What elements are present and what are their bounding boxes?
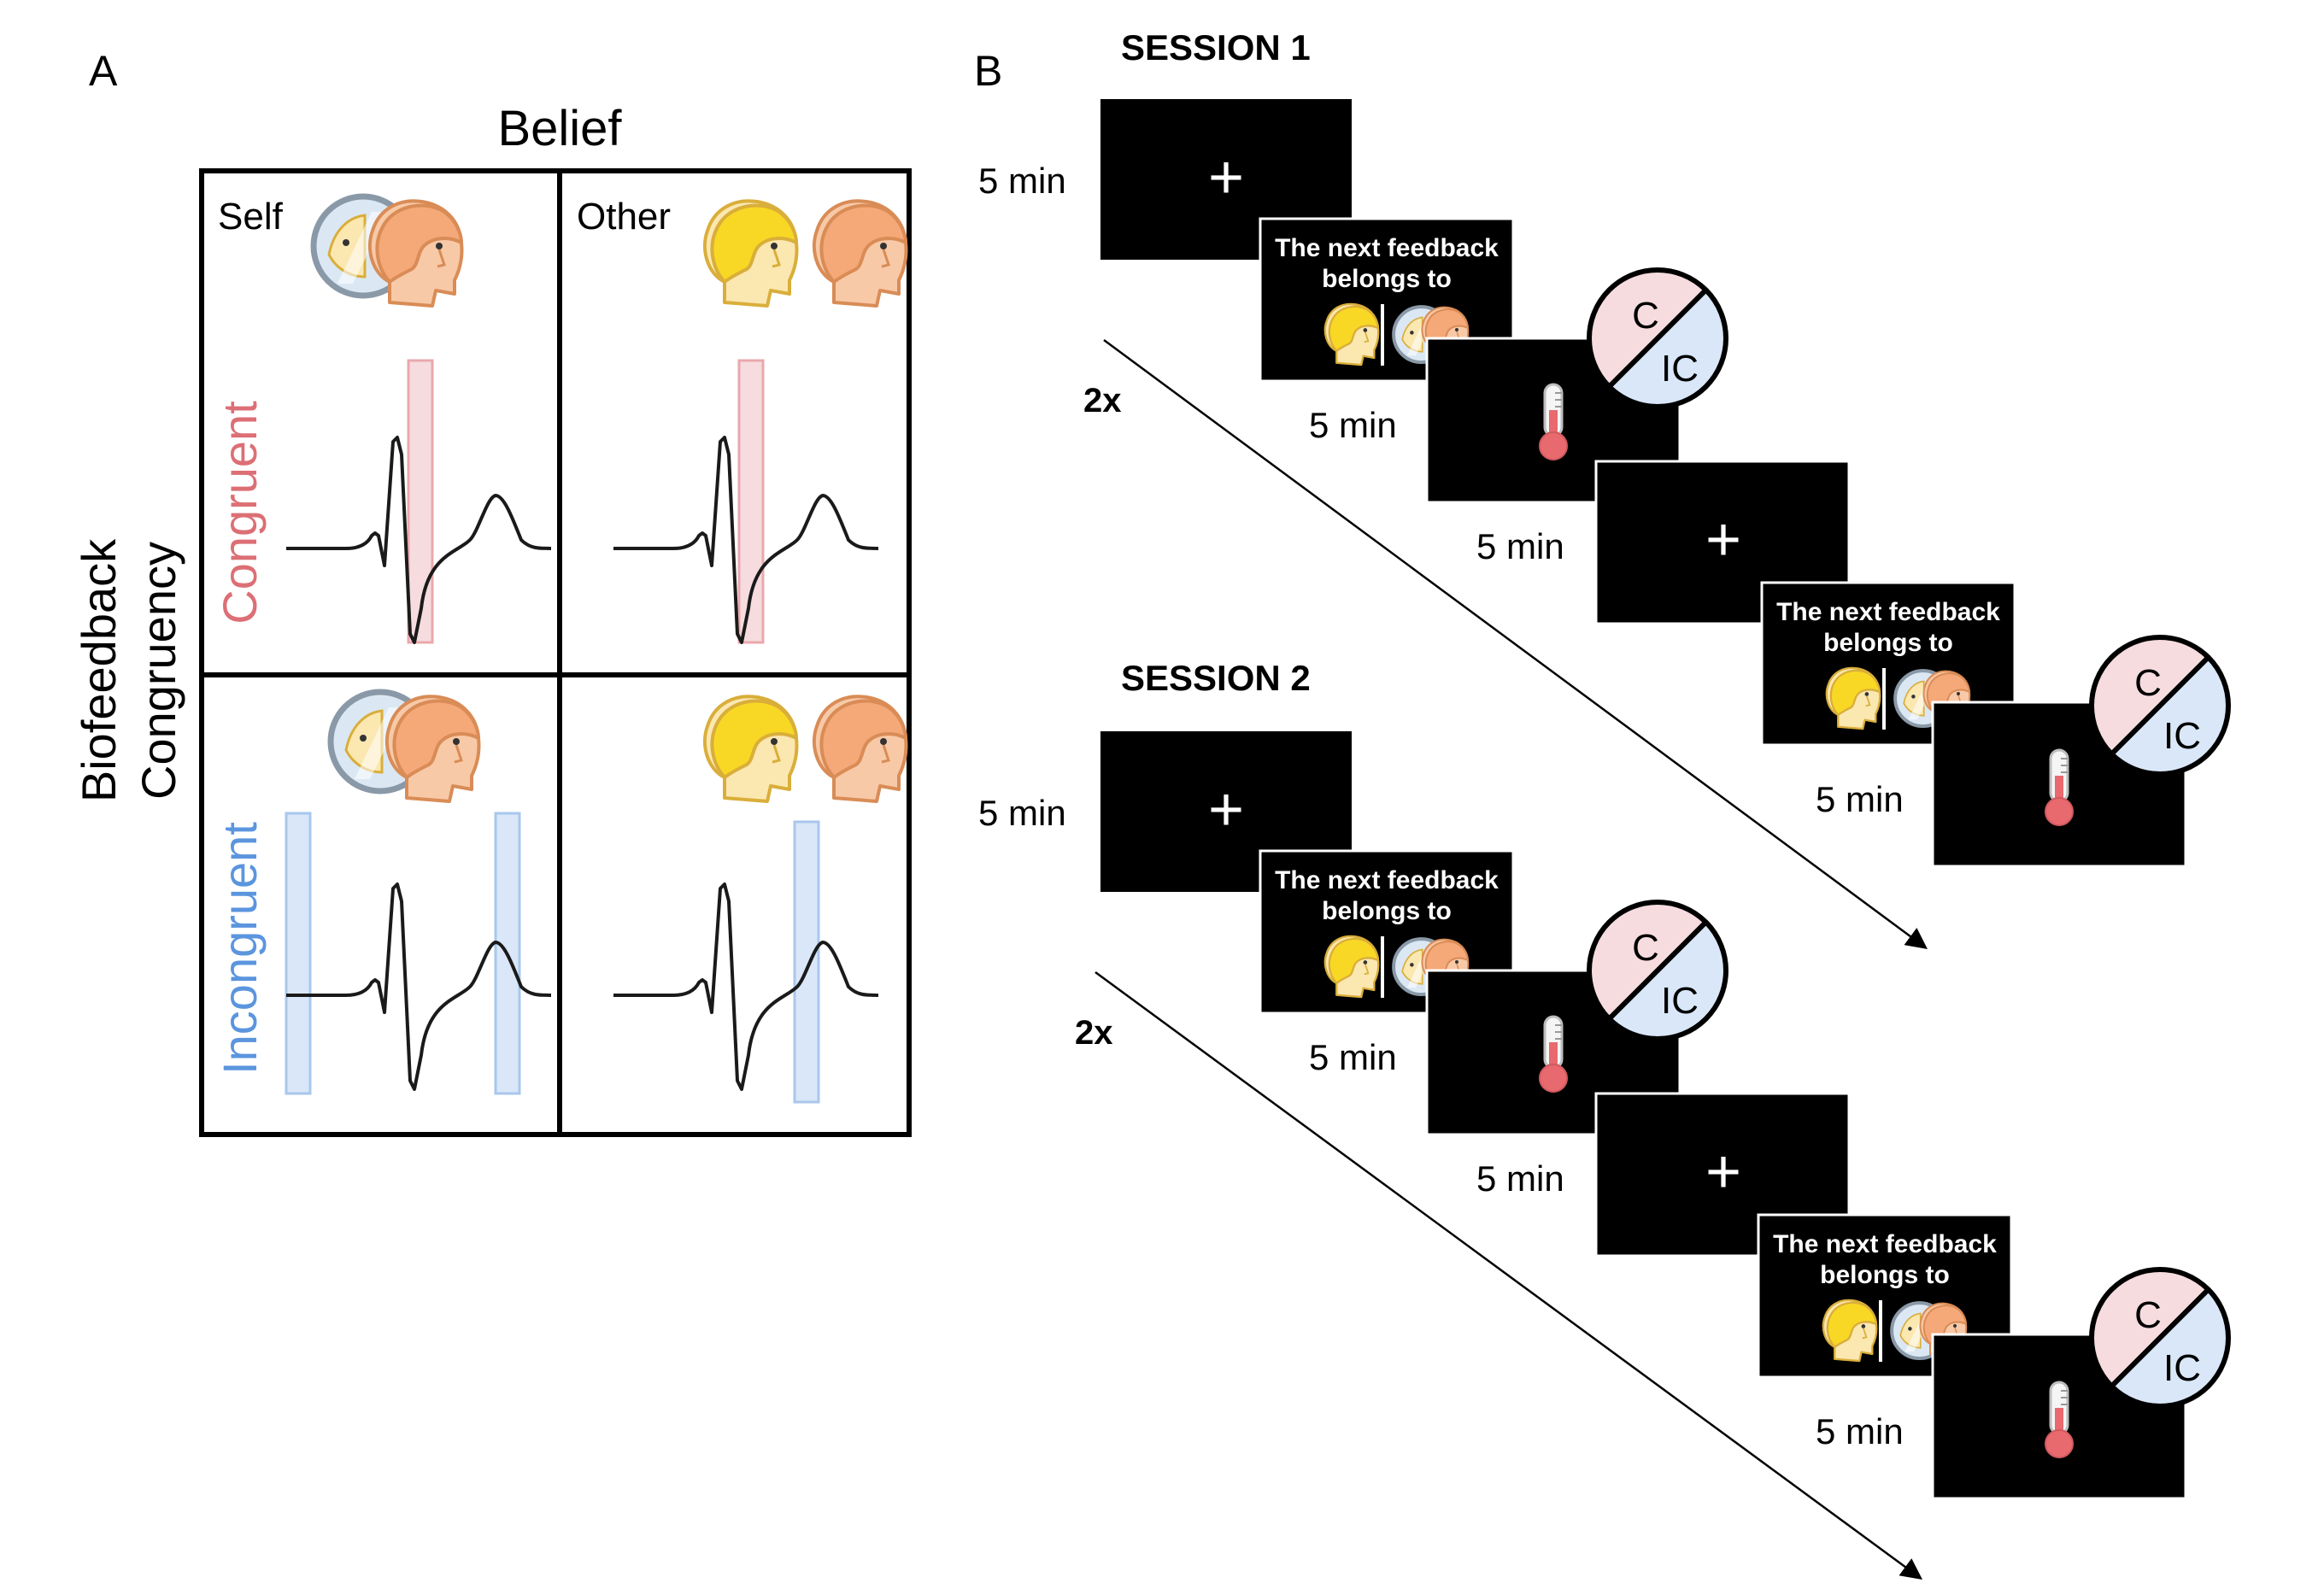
- thermometer-icon: [1538, 1015, 1569, 1094]
- fixation-cross-icon: +: [1208, 776, 1244, 844]
- duration-label: 5 min: [1309, 1037, 1397, 1077]
- condition-circle: C IC: [1587, 900, 1728, 1041]
- duration-label: 5 min: [1816, 1411, 1904, 1451]
- thermometer-icon: [1538, 383, 1569, 461]
- condition-c: C: [2134, 1294, 2162, 1336]
- panel-a-label: A: [89, 47, 118, 95]
- panel-b-label: B: [974, 47, 1002, 95]
- time-arrow: [1095, 970, 1923, 1580]
- duration-label: 5 min: [1476, 526, 1564, 566]
- cue-text-line1: The next feedback: [1773, 1230, 1997, 1258]
- incongruent-window: [285, 812, 312, 1095]
- cue-text-line2: belongs to: [1322, 897, 1452, 925]
- cell-other-incongruent: [612, 695, 908, 1104]
- head-icon: [812, 199, 908, 308]
- condition-ic: IC: [1661, 980, 1699, 1022]
- column-label-self: Self: [218, 196, 284, 237]
- cell-self-congruent: [285, 196, 553, 644]
- row-title-line1: Biofeedback: [72, 538, 126, 802]
- session-2: SESSION 2 2x 5 min + The next feedback b…: [978, 658, 2231, 1580]
- thermometer-icon: [2044, 1381, 2075, 1459]
- column-label-other: Other: [577, 196, 671, 237]
- repeat-label: 2x: [1075, 1014, 1113, 1052]
- cue-text-line1: The next feedback: [1275, 866, 1499, 894]
- cue-text-line2: belongs to: [1322, 265, 1452, 293]
- fixation-cross-icon: +: [1208, 144, 1244, 212]
- ecg-trace: [612, 882, 880, 1091]
- duration-label: 5 min: [1476, 1158, 1564, 1199]
- row-title-line2: Congruency: [132, 542, 185, 800]
- session-1-title: SESSION 1: [1121, 27, 1311, 67]
- cue-text-line2: belongs to: [1820, 1261, 1950, 1289]
- condition-c: C: [1632, 295, 1659, 337]
- row-title: Biofeedback Congruency: [72, 538, 185, 802]
- cell-other-congruent: [612, 199, 908, 644]
- condition-ic: IC: [1661, 348, 1699, 390]
- condition-circle: C IC: [2089, 635, 2231, 777]
- congruent-window: [407, 359, 434, 644]
- condition-ic: IC: [2163, 715, 2201, 757]
- cue-text-line1: The next feedback: [1275, 234, 1499, 262]
- condition-circle: C IC: [1587, 267, 1728, 409]
- condition-c: C: [2134, 662, 2162, 704]
- panel-a: A Belief Biofeedback Congruency Self Oth…: [72, 47, 912, 1137]
- head-icon: [812, 695, 908, 803]
- time-arrow: [1103, 338, 1928, 949]
- cell-self-incongruent: [285, 692, 553, 1095]
- belief-congruency-grid: [199, 168, 912, 1137]
- duration-label: 5 min: [978, 161, 1066, 201]
- thermometer-icon: [2044, 748, 2075, 827]
- head-icon: [702, 695, 799, 803]
- duration-label: 5 min: [1816, 779, 1904, 819]
- fixation-cross-icon: +: [1705, 1138, 1741, 1206]
- duration-label: 5 min: [1309, 405, 1397, 445]
- head-icon: [702, 199, 799, 308]
- session-1: SESSION 1 2x 5 min + The next feedback b…: [978, 27, 2231, 949]
- condition-c: C: [1632, 927, 1659, 969]
- cue-text-line1: The next feedback: [1776, 598, 2000, 626]
- row-label-incongruent: Incongruent: [213, 822, 267, 1075]
- repeat-label: 2x: [1083, 382, 1122, 419]
- row-label-congruent: Congruent: [213, 401, 267, 624]
- fixation-cross-icon: +: [1705, 506, 1741, 574]
- condition-circle: C IC: [2089, 1267, 2231, 1409]
- incongruent-window: [793, 820, 820, 1104]
- panel-b: B SESSION 1 2x 5 min + The next feedback…: [974, 27, 2231, 1580]
- column-title: Belief: [497, 101, 622, 156]
- cue-text-line2: belongs to: [1823, 629, 1953, 657]
- condition-ic: IC: [2163, 1347, 2201, 1389]
- duration-label: 5 min: [978, 793, 1066, 833]
- session-2-title: SESSION 2: [1121, 658, 1311, 698]
